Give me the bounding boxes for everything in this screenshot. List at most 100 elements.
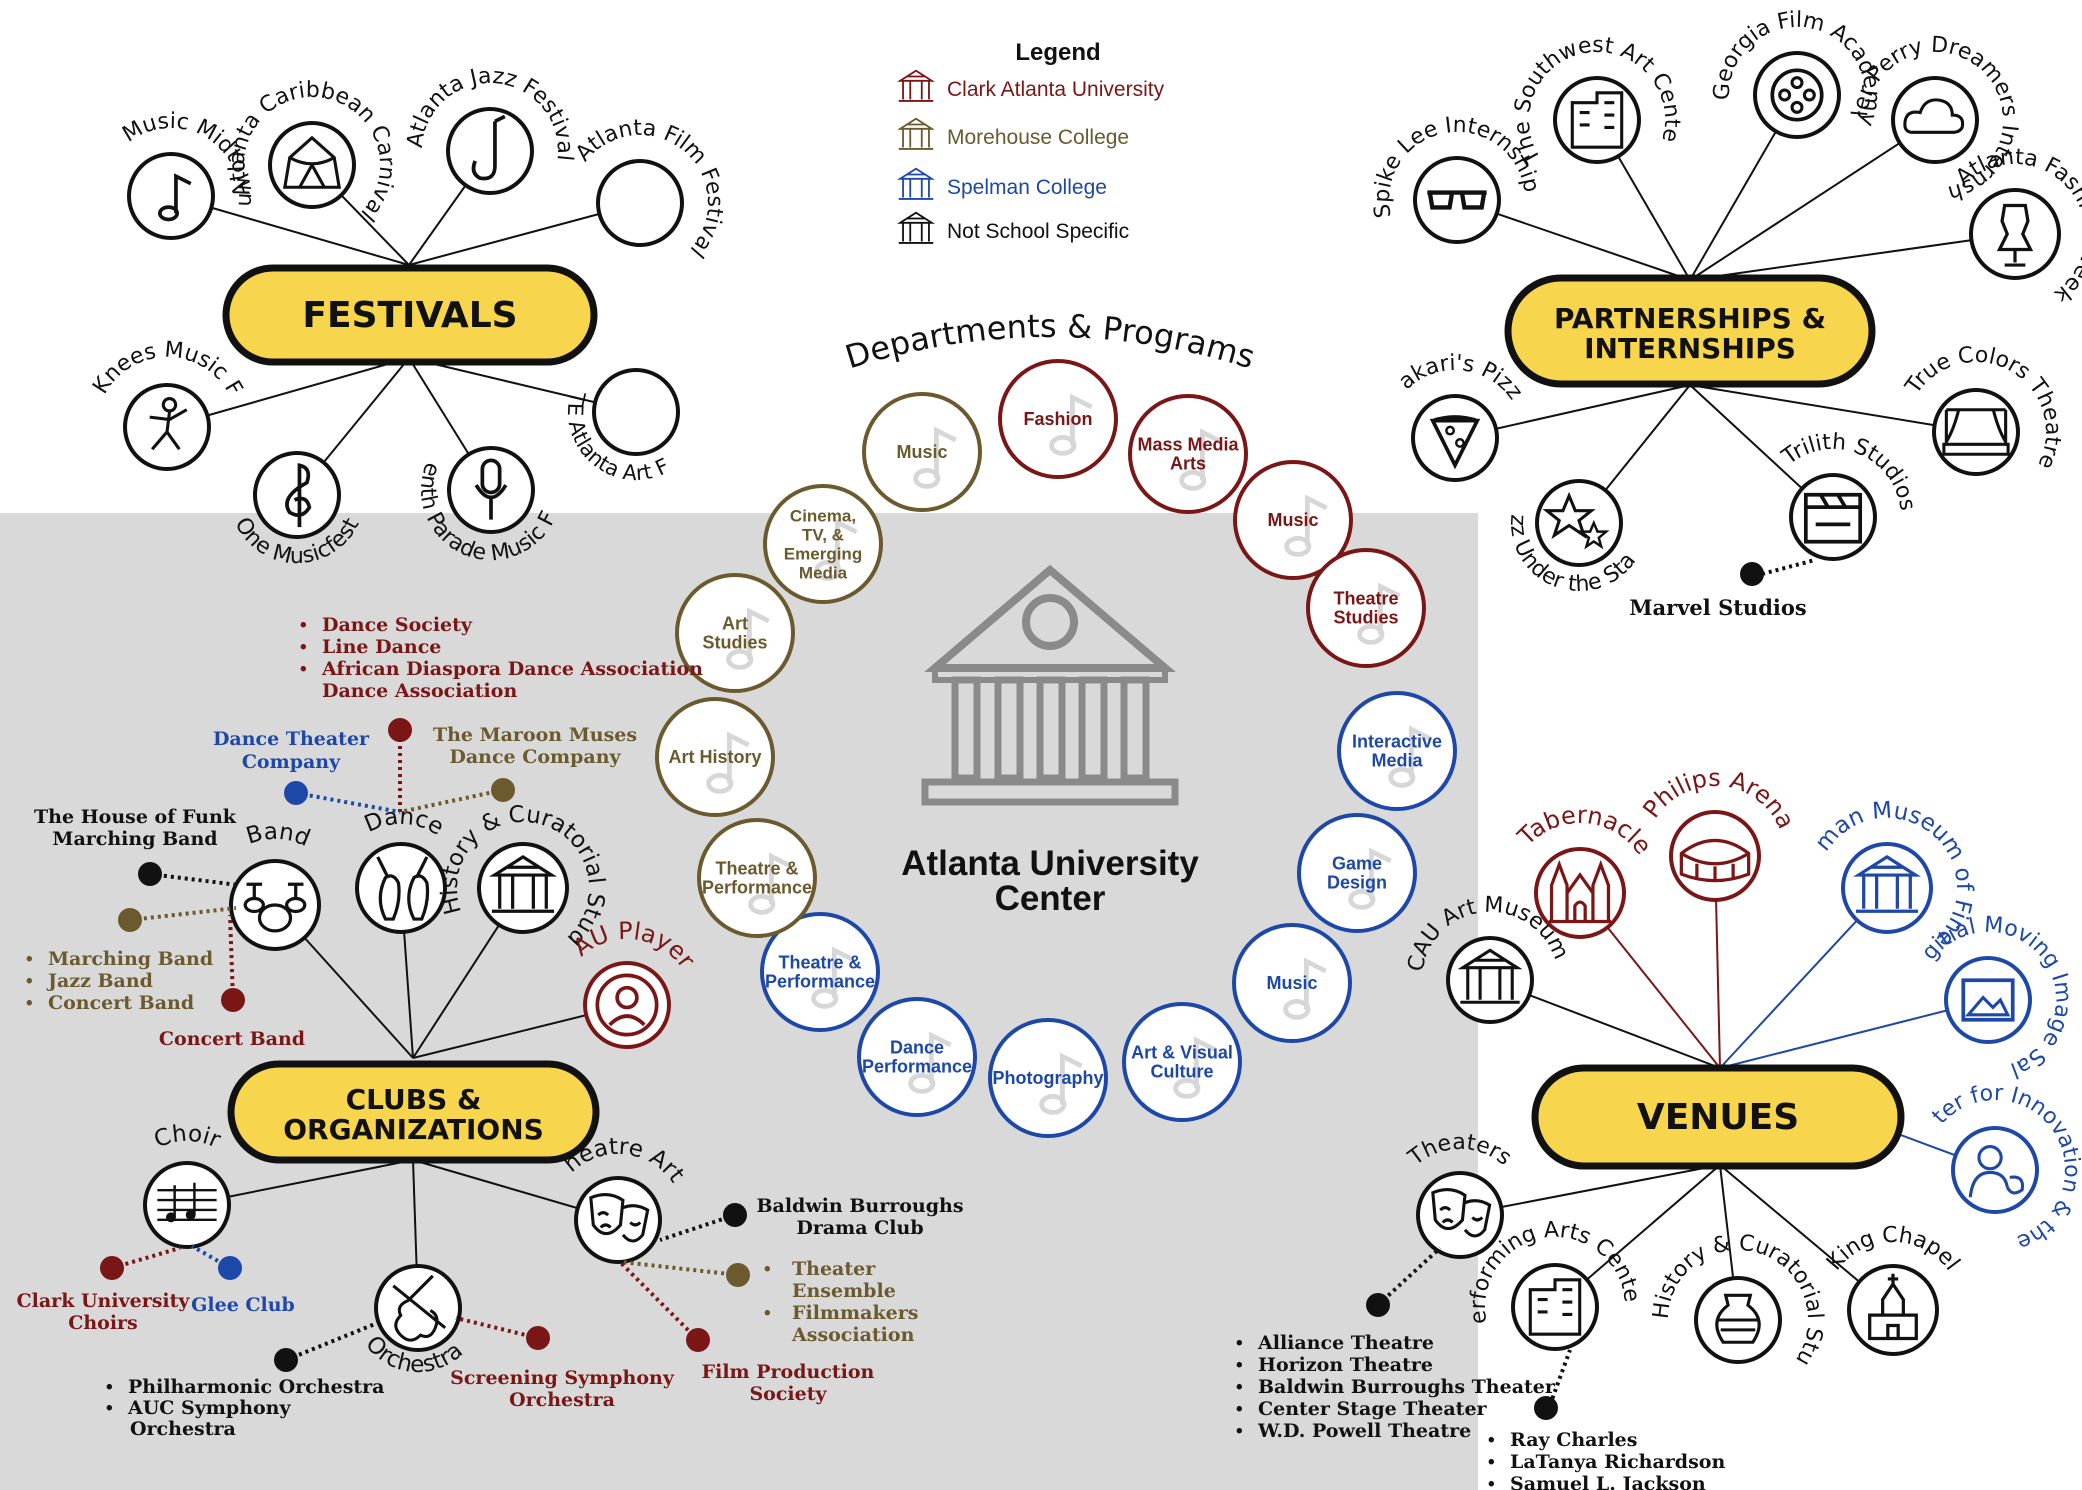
dotted-connector bbox=[111, 1246, 181, 1270]
icon-path bbox=[161, 397, 178, 413]
festival-node-7 bbox=[592, 368, 680, 456]
icon-path bbox=[621, 1204, 650, 1243]
icon-path bbox=[608, 1014, 646, 1027]
icon-path bbox=[376, 856, 430, 921]
bullet-text: Jazz Band bbox=[46, 970, 153, 992]
icon-path bbox=[1968, 1170, 2025, 1198]
dotted-connector bbox=[659, 1213, 736, 1242]
icon-path bbox=[1457, 948, 1523, 1004]
connector-line bbox=[1689, 233, 2016, 281]
icon-path bbox=[480, 458, 502, 495]
dance-cau-label: Dance Association bbox=[322, 680, 517, 702]
hub-title: PARTNERSHIPS & bbox=[1554, 302, 1826, 335]
icon-path bbox=[1961, 978, 2015, 1022]
department-label: Theatre & bbox=[715, 859, 798, 879]
theatre-mh-dot bbox=[726, 1263, 750, 1287]
auc-building-icon bbox=[921, 564, 1179, 806]
building-icon bbox=[1570, 91, 1624, 149]
icon-path bbox=[897, 167, 935, 200]
center-title: Atlanta University bbox=[901, 844, 1199, 883]
music-note-icon bbox=[1049, 393, 1093, 456]
icon-path bbox=[1790, 100, 1804, 114]
icon-path bbox=[283, 135, 341, 189]
partnership-node-3 bbox=[1891, 76, 1979, 164]
node-circle bbox=[596, 159, 684, 247]
icon-path bbox=[1964, 995, 2011, 1017]
dotted-connector bbox=[285, 1320, 381, 1362]
node-circle bbox=[1891, 76, 1979, 164]
theatre-ns-label: Drama Club bbox=[796, 1217, 923, 1239]
icon-path bbox=[1803, 505, 1863, 544]
hub-title: ORGANIZATIONS bbox=[283, 1113, 544, 1146]
partnership-label: Bakari's Pizza bbox=[0, 0, 1527, 404]
icon-path bbox=[1431, 1188, 1467, 1231]
icon-path bbox=[897, 69, 935, 102]
dotted-connector bbox=[1548, 1349, 1572, 1406]
theatre-cau-dot bbox=[686, 1328, 710, 1352]
department-label: Photography bbox=[993, 1068, 1104, 1088]
legend-title: Legend bbox=[1015, 39, 1100, 66]
icon-path bbox=[1852, 855, 1922, 913]
partnership-node-0 bbox=[1413, 156, 1501, 244]
bullet-text: African Diaspora Dance Association bbox=[321, 658, 703, 680]
artist-icon bbox=[1968, 1144, 2025, 1198]
department-circle bbox=[760, 912, 880, 1032]
department-label: Theatre & bbox=[778, 953, 861, 973]
icon-path bbox=[1305, 494, 1328, 547]
node-circle bbox=[1411, 394, 1499, 482]
theatre-masks-icon bbox=[1431, 1188, 1492, 1238]
bullet: • bbox=[1488, 1430, 1495, 1451]
node-circle bbox=[1969, 188, 2061, 280]
bullet: • bbox=[106, 1398, 113, 1419]
bullet-text: Horizon Theatre bbox=[1258, 1354, 1433, 1376]
icon-path bbox=[1173, 1078, 1201, 1099]
orchestra-cau-label: Screening Symphony bbox=[450, 1367, 675, 1389]
club-node-1 bbox=[355, 842, 447, 934]
venue-node-6 bbox=[1416, 1171, 1504, 1259]
icon-path bbox=[1977, 1144, 2003, 1171]
icon-path bbox=[1200, 428, 1223, 481]
music-note-icon bbox=[706, 731, 750, 794]
sunglasses-icon bbox=[1427, 190, 1487, 210]
icon-path bbox=[1284, 536, 1312, 557]
picture-icon bbox=[1961, 978, 2015, 1022]
festival-node-1 bbox=[268, 121, 356, 209]
icon-path bbox=[727, 731, 750, 784]
bullet: • bbox=[1236, 1421, 1243, 1442]
department-label: Game bbox=[1332, 854, 1382, 874]
icon-path bbox=[474, 484, 508, 520]
department-circle bbox=[988, 1018, 1108, 1138]
partnership-node-1 bbox=[1553, 76, 1641, 164]
partnership-node-4 bbox=[1969, 188, 2061, 280]
theatre-cau-label: Society bbox=[749, 1383, 827, 1405]
node-circle bbox=[1413, 156, 1501, 244]
icon-path bbox=[769, 852, 792, 905]
department-label: Media bbox=[799, 564, 848, 583]
partnership-node-6 bbox=[1535, 479, 1623, 567]
department-1: Fashion bbox=[998, 359, 1118, 479]
music-note-icon bbox=[1348, 847, 1392, 910]
partnerships-hub: PARTNERSHIPS &INTERNSHIPS bbox=[1504, 274, 1876, 388]
icon-path bbox=[1578, 519, 1610, 550]
icon-path bbox=[748, 894, 776, 915]
icon-path bbox=[595, 973, 659, 1037]
saxophone-icon bbox=[471, 114, 506, 181]
department-circle bbox=[1337, 691, 1457, 811]
music-note-icon bbox=[908, 1031, 952, 1094]
department-7: Music bbox=[1232, 923, 1352, 1043]
department-circle bbox=[1233, 460, 1353, 580]
theaters-dot bbox=[1366, 1293, 1390, 1317]
icon-path bbox=[1802, 88, 1816, 102]
bullet-text: Philharmonic Orchestra bbox=[128, 1376, 385, 1398]
legend-item-label: Not School Specific bbox=[947, 220, 1129, 243]
club-node-6 bbox=[574, 1176, 662, 1264]
icon-path bbox=[488, 855, 558, 913]
node-circle bbox=[1789, 473, 1877, 561]
music-note-icon bbox=[1283, 957, 1327, 1020]
icon-path bbox=[1388, 767, 1416, 788]
bullet-text: Center Stage Theater bbox=[1258, 1398, 1488, 1420]
